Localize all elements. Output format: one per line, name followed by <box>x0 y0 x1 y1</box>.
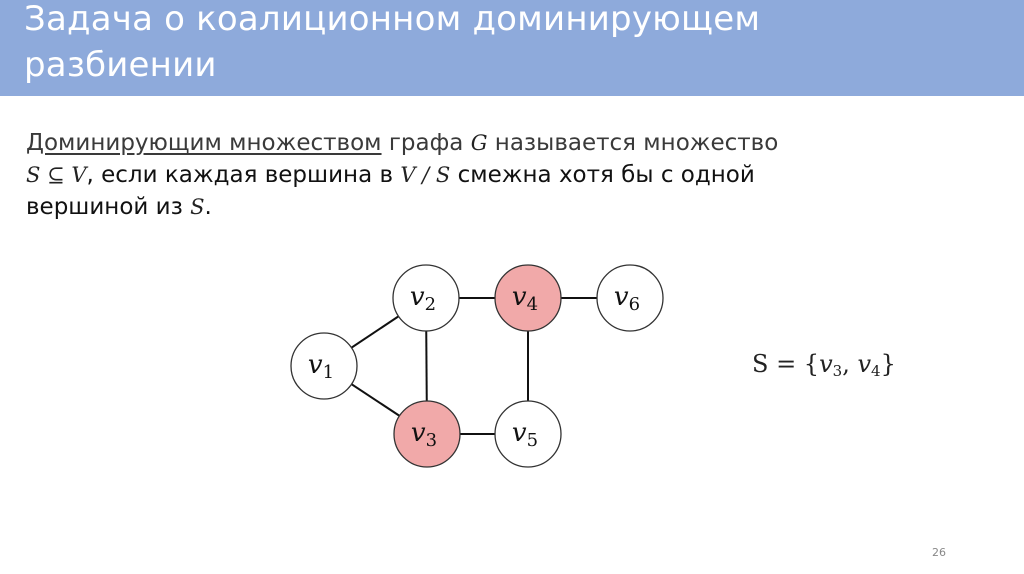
node-label: v3 <box>411 418 437 451</box>
definition-line-3: вершиной из S. <box>26 191 986 223</box>
subset-expression: S ⊆ V <box>26 163 87 187</box>
slide-title: Задача о коалиционном доминирующем разби… <box>24 0 760 88</box>
set-element-v4: v <box>857 350 872 378</box>
graph-nodes: v1 v2 v3 v4 v5 v6 <box>290 264 664 468</box>
definition-text: вершиной из <box>26 194 191 220</box>
definition-text: . <box>204 194 212 220</box>
page-number: 26 <box>932 546 946 559</box>
set-element-v3: v <box>819 350 833 378</box>
node-v2: v2 <box>392 264 460 332</box>
definition-text: смежна хотя бы с одной <box>450 162 755 188</box>
definition-text: графа <box>381 130 471 156</box>
node-circle <box>290 332 358 400</box>
definition-line-2: S ⊆ V, если каждая вершина в V / S смежн… <box>26 159 986 191</box>
set-difference-expression: V / S <box>400 163 451 187</box>
set-rhs: } <box>880 350 896 378</box>
node-label: v4 <box>512 282 538 315</box>
set-element-subscript: 3 <box>832 362 843 380</box>
node-label: v2 <box>410 282 436 315</box>
set-element-subscript: 4 <box>871 362 881 380</box>
node-v1: v1 <box>290 332 358 400</box>
node-circle <box>393 400 461 468</box>
node-v4: v4 <box>494 264 562 332</box>
definition-text: , если каждая вершина в <box>86 162 401 188</box>
node-label: v5 <box>512 418 538 451</box>
slide-title-line-1: Задача о коалиционном доминирующем <box>24 0 761 39</box>
set-lhs: S = { <box>752 350 820 378</box>
dominating-set-label: S = {v3, v4} <box>752 350 896 380</box>
slide-title-line-2: разбиении <box>24 45 217 85</box>
node-circle <box>494 400 562 468</box>
definition-line-1: Доминирующим множеством графа G называет… <box>26 127 986 159</box>
node-label: v1 <box>308 350 334 383</box>
node-circle <box>392 264 460 332</box>
node-label: v6 <box>614 282 640 315</box>
node-v3: v3 <box>393 400 461 468</box>
node-circle <box>494 264 562 332</box>
definition-text: называется множество <box>487 130 779 156</box>
graph-edges <box>323 297 630 435</box>
defined-term: Доминирующим множеством <box>26 130 382 156</box>
node-v6: v6 <box>596 264 664 332</box>
node-v5: v5 <box>494 400 562 468</box>
node-circle <box>596 264 664 332</box>
set-separator: , <box>842 350 858 378</box>
graph-symbol: G <box>470 131 488 155</box>
definition-paragraph: Доминирующим множеством графа G называет… <box>26 127 986 223</box>
title-banner: Задача о коалиционном доминирующем разби… <box>0 0 1024 96</box>
set-symbol: S <box>190 195 205 219</box>
